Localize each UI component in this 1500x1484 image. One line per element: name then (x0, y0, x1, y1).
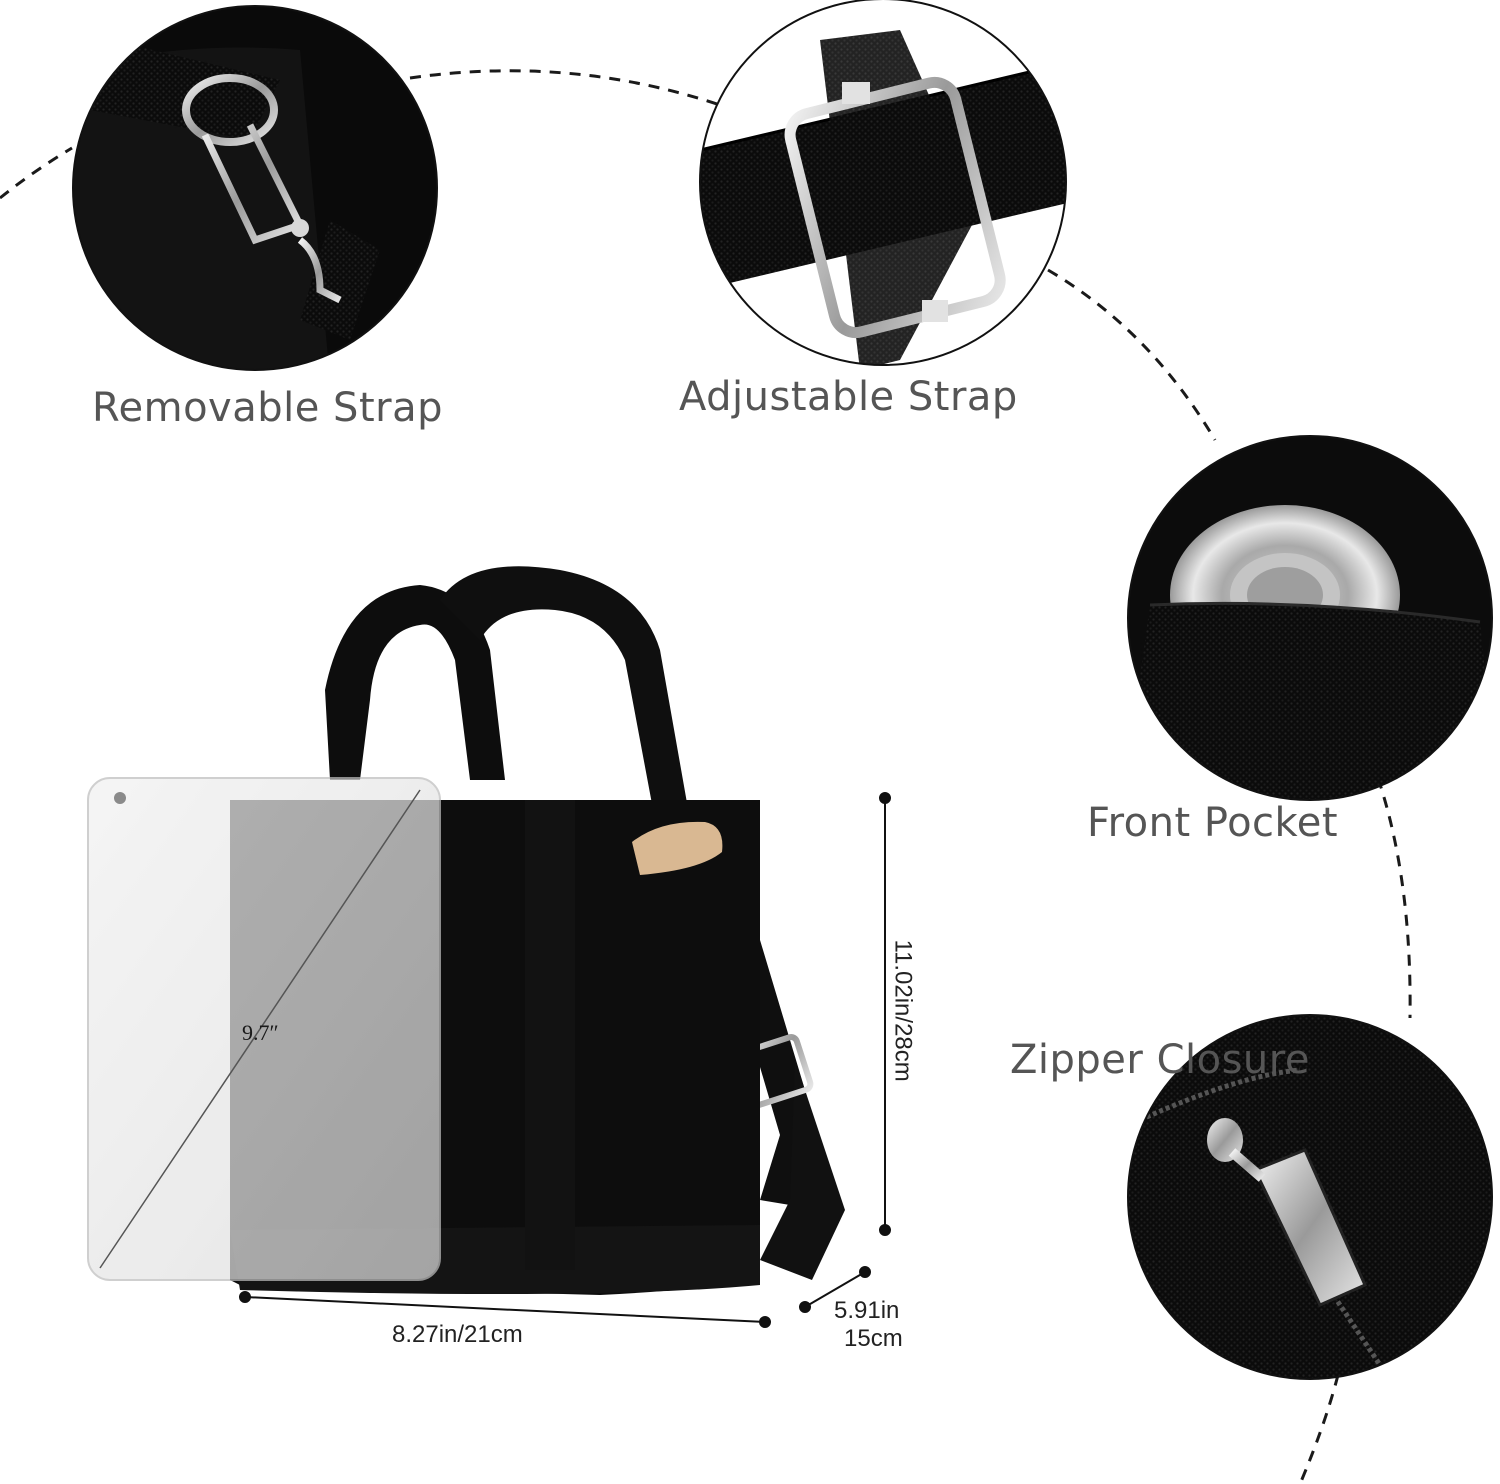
dimension-lines (239, 792, 891, 1328)
detail-circle (72, 5, 438, 371)
adjustable-strap-label: Adjustable Strap (679, 374, 1018, 420)
height-dimension-label: 11.02in/28cm (889, 939, 917, 1082)
front-pocket-icon (1128, 436, 1492, 800)
tote-bag-image (87, 566, 845, 1295)
depth-dimension-inch: 5.91in (834, 1297, 900, 1324)
tablet-size-label: 9.7″ (242, 1020, 279, 1045)
dashed-connector (0, 69, 1412, 1484)
zipper-closure-label: Zipper Closure (1010, 1037, 1310, 1083)
detail-circle (1127, 1014, 1493, 1380)
removable-strap-label: Removable Strap (92, 385, 443, 431)
detail-circle (699, 0, 1067, 366)
width-dimension-label: 8.27in/21cm (392, 1321, 523, 1348)
zipper-pull-icon (1128, 1015, 1492, 1379)
depth-dimension-cm: 15cm (844, 1325, 903, 1352)
snap-hook-strap-icon (73, 6, 437, 370)
detail-circle (1127, 435, 1493, 801)
front-pocket-label: Front Pocket (1087, 800, 1339, 846)
strap-buckle-icon (700, 0, 1066, 365)
